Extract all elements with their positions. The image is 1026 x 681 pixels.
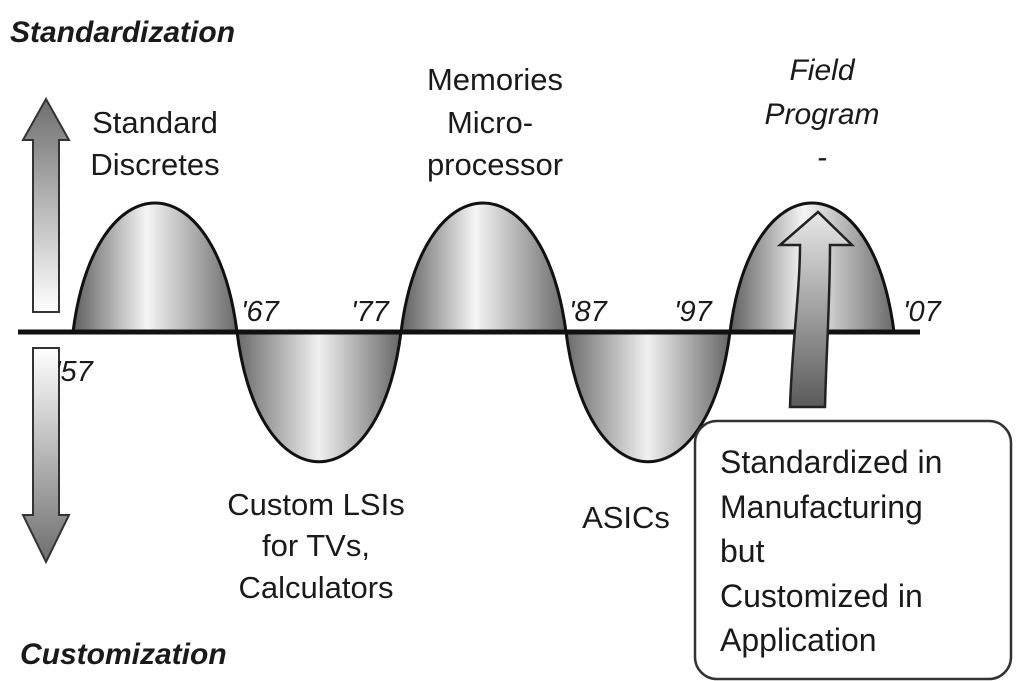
label-field-program-line-2: Program <box>764 98 879 131</box>
callout-line-3: but <box>720 533 765 569</box>
label-custom-lsis-line-3: Calculators <box>238 570 393 605</box>
label-field-program: Field Program - <box>764 54 879 174</box>
wave-peak-memories <box>399 201 568 334</box>
curved-arrow <box>776 210 856 409</box>
year-label-97: '97 <box>674 296 714 328</box>
callout-line-2: Manufacturing <box>720 489 923 525</box>
year-label-77: '77 <box>351 296 391 328</box>
label-standard-discretes-line-1: Standard <box>92 105 218 140</box>
standardization-axis-title: Standardization <box>10 16 235 49</box>
label-standard-discretes-line-2: Discretes <box>90 147 219 182</box>
customization-arrow <box>21 347 71 565</box>
label-memories-line-2: Micro- <box>447 105 533 140</box>
year-label-07: '07 <box>903 296 943 328</box>
year-label-57: '57 <box>55 356 95 388</box>
label-standard-discretes: Standard Discretes <box>90 105 219 182</box>
customization-axis-title: Customization <box>20 638 227 671</box>
callout-line-5: Application <box>720 622 877 658</box>
label-field-program-line-3: - <box>817 141 827 174</box>
label-custom-lsis: Custom LSIs for TVs, Calculators <box>227 487 404 605</box>
standardization-arrow <box>21 96 71 313</box>
year-label-87: '87 <box>569 296 609 328</box>
label-memories-microprocessor: Memories Micro- processor <box>427 62 563 182</box>
wave-trough-custom-lsis <box>235 330 403 464</box>
year-label-67: '67 <box>241 296 281 328</box>
label-custom-lsis-line-2: for TVs, <box>262 528 370 563</box>
callout-box: Standardized in Manufacturing but Custom… <box>693 419 1013 681</box>
callout-line-4: Customized in <box>720 578 923 614</box>
label-custom-lsis-line-1: Custom LSIs <box>227 487 404 522</box>
label-asics: ASICs <box>582 500 670 535</box>
wave-peak-standard-discretes <box>71 201 239 334</box>
callout-line-1: Standardized in <box>720 444 942 480</box>
label-field-program-line-1: Field <box>789 54 855 87</box>
wave-trough-asics <box>564 330 732 464</box>
label-memories-line-3: processor <box>427 147 563 182</box>
label-memories-line-1: Memories <box>427 62 563 97</box>
